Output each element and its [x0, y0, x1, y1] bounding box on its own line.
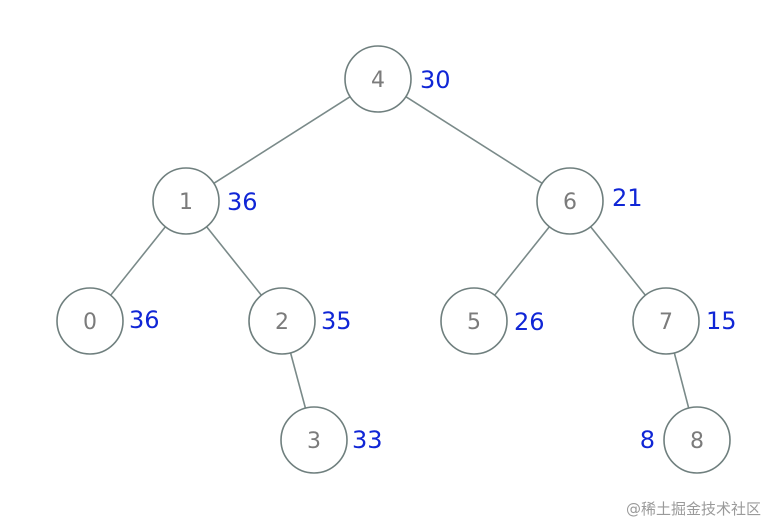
node-key-label: 7 — [659, 310, 673, 335]
node-key-label: 2 — [275, 310, 289, 335]
edge-6-5 — [493, 226, 551, 296]
node-circle — [280, 406, 348, 474]
node-key-label: 3 — [307, 429, 321, 454]
node-value-label: 21 — [612, 184, 643, 212]
edge-7-8 — [673, 352, 690, 409]
tree-node-2: 2 35 — [248, 287, 352, 355]
tree-node-6: 6 21 — [536, 167, 643, 235]
node-value-label: 26 — [514, 308, 545, 336]
tree-node-7: 7 15 — [632, 287, 737, 355]
tree-node-8: 88 — [640, 406, 731, 474]
edge-1-2 — [205, 226, 263, 296]
node-circle — [632, 287, 700, 355]
node-circle — [152, 167, 220, 235]
node-key-label: 5 — [467, 310, 481, 335]
node-key-label: 4 — [371, 68, 385, 93]
node-value-label: 35 — [321, 307, 352, 335]
node-key-label: 0 — [83, 310, 97, 335]
node-circle — [344, 45, 412, 113]
node-value-label: 33 — [352, 426, 383, 454]
node-circle — [440, 287, 508, 355]
node-circle — [536, 167, 604, 235]
tree-edges — [109, 96, 690, 409]
tree-node-4: 4 30 — [344, 45, 451, 113]
watermark-text: @稀土掘金技术社区 — [625, 500, 761, 518]
node-circle — [663, 406, 731, 474]
edge-6-7 — [589, 226, 647, 296]
node-value-label: 8 — [640, 426, 655, 454]
node-value-label: 36 — [227, 188, 258, 216]
node-circle — [56, 287, 124, 355]
edge-2-3 — [289, 352, 307, 409]
edge-4-1 — [213, 96, 351, 184]
node-key-label: 8 — [690, 429, 704, 454]
node-circle — [248, 287, 316, 355]
node-key-label: 6 — [563, 190, 577, 215]
node-value-label: 30 — [420, 66, 451, 94]
edge-4-6 — [405, 96, 543, 184]
node-value-label: 15 — [706, 307, 737, 335]
node-value-label: 36 — [129, 306, 160, 334]
node-key-label: 1 — [179, 190, 193, 215]
tree-node-0: 0 36 — [56, 287, 160, 355]
tree-node-1: 1 36 — [152, 167, 258, 235]
tree-node-5: 5 26 — [440, 287, 545, 355]
edge-1-0 — [109, 226, 167, 296]
